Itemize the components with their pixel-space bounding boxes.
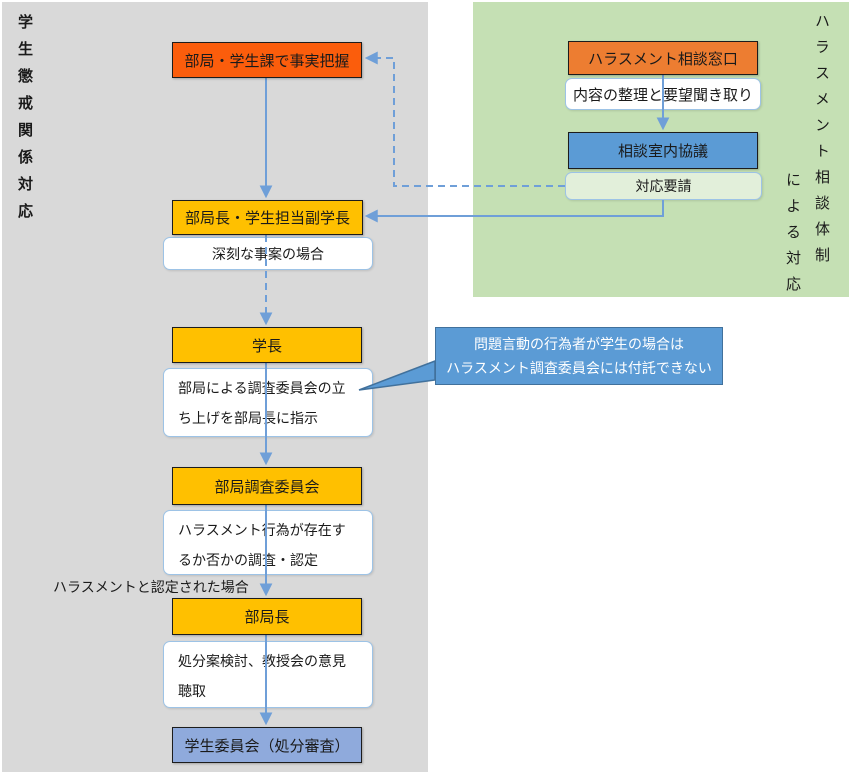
node-fact-finding: 部局・学生課で事実把握 [172, 42, 362, 78]
callout-line1: 問題言動の行為者が学生の場合は [474, 336, 684, 352]
node-investigation-committee: 部局調査委員会 [172, 467, 362, 505]
node-president: 学長 [172, 327, 362, 363]
note-investigation-scope: ハラスメント行為が存在するか否かの調査・認定 [163, 510, 373, 575]
callout-student-case-restriction: 問題言動の行為者が学生の場合は ハラスメント調査委員会には付託できない [435, 327, 723, 385]
right-panel-vertical-title-col1: ハラスメント相談体制 [813, 13, 830, 273]
left-panel-vertical-title: 学生懲戒関係対応 [16, 14, 33, 230]
label-recognized-case: ハラスメントと認定された場合 [53, 579, 249, 595]
note-president-instruction: 部局による調査委員会の立ち上げを部局長に指示 [163, 368, 373, 437]
node-department-director: 部局長 [172, 598, 362, 635]
callout-line2: ハラスメント調査委員会には付託できない [446, 360, 712, 376]
note-response-request: 対応要請 [565, 172, 762, 200]
note-serious-case: 深刻な事案の場合 [163, 237, 373, 270]
node-student-committee: 学生委員会（処分審査） [172, 727, 362, 763]
note-director-action: 処分案検討、教授会の意見聴取 [163, 641, 373, 708]
node-consultation-window: ハラスメント相談窓口 [568, 41, 758, 75]
node-director-vice-president: 部局長・学生担当副学長 [172, 200, 363, 235]
right-panel-vertical-title-col2: による対応 [784, 172, 801, 302]
note-content-organize: 内容の整理と要望聞き取り [565, 78, 761, 110]
node-consultation-meeting: 相談室内協議 [568, 132, 758, 169]
